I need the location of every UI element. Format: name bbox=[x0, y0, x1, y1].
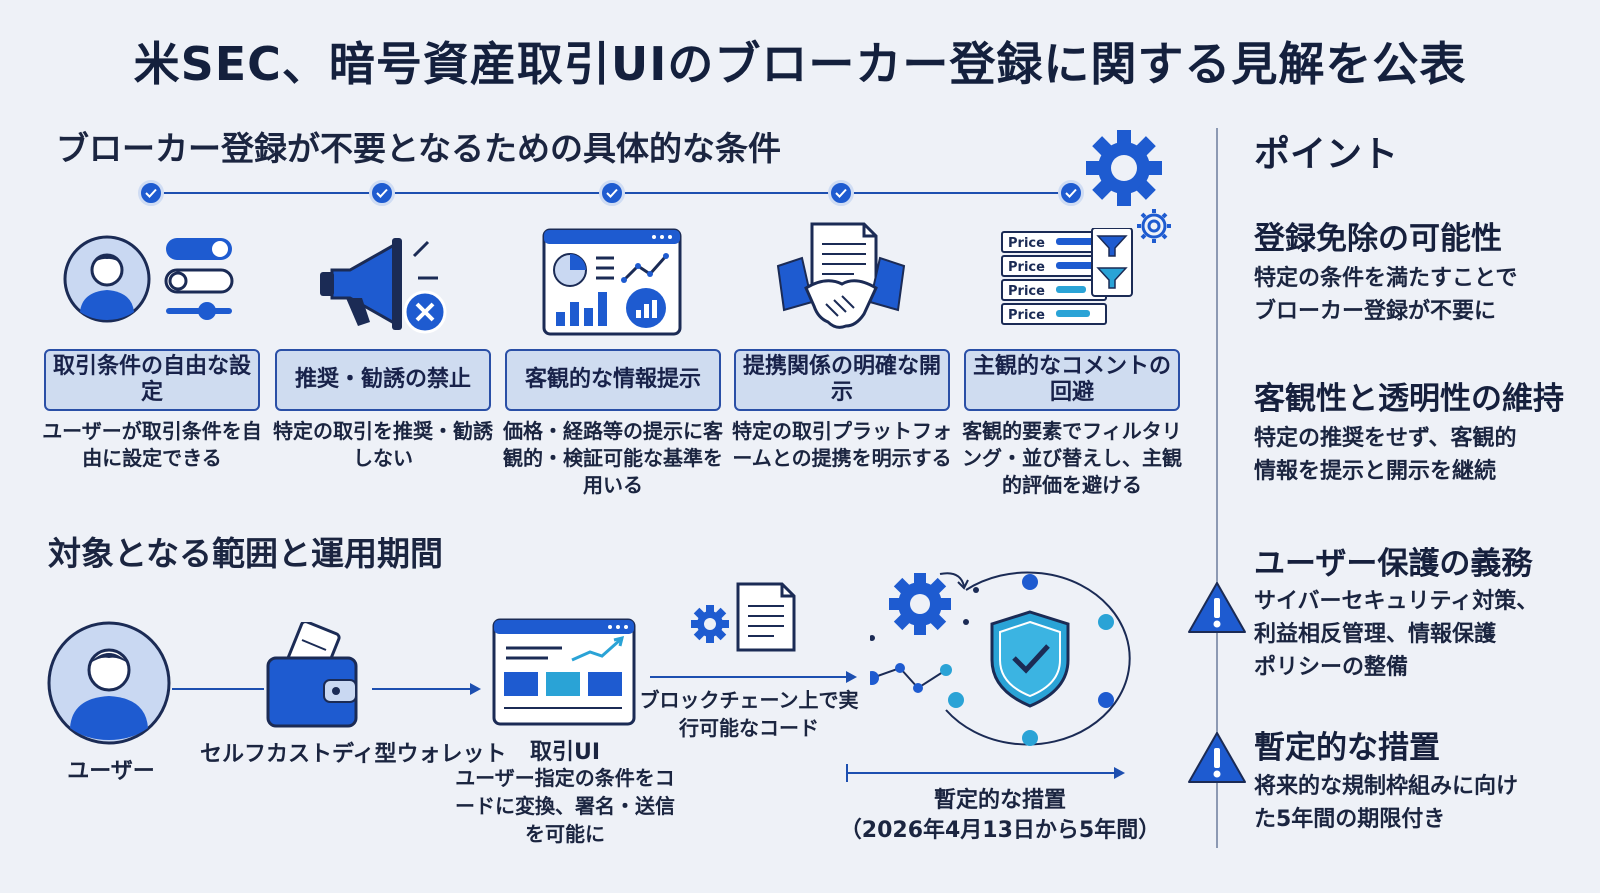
price-label: Price bbox=[1008, 308, 1045, 323]
condition-desc-4: 特定の取引プラットフォームとの提携を明示する bbox=[732, 419, 952, 470]
dashboard-chart-icon bbox=[542, 228, 682, 336]
trading-ui-icon bbox=[492, 618, 636, 726]
code-document-icon bbox=[691, 582, 796, 652]
shield-network-icon bbox=[870, 571, 1131, 746]
period-line bbox=[848, 772, 1116, 774]
condition-desc-5: 客観的要素でフィルタリング・並び替えし、主観的評価を避ける bbox=[962, 419, 1182, 497]
check-icon bbox=[138, 180, 164, 206]
check-icon bbox=[828, 180, 854, 206]
condition-desc-1: ユーザーが取引条件を自由に設定できる bbox=[42, 419, 262, 470]
period-label: 暫定的な措置 bbox=[933, 788, 1066, 813]
warning-icon bbox=[1188, 732, 1246, 783]
scope-heading: 対象となる範囲と運用期間 bbox=[48, 534, 444, 573]
conditions-heading: ブローカー登録が不要となるための具体的な条件 bbox=[56, 129, 782, 168]
point-title-3: ユーザー保護の義務 bbox=[1254, 546, 1533, 582]
point-title-2: 客観性と透明性の維持 bbox=[1254, 381, 1564, 417]
price-filter-icon: Price Price Price Price bbox=[1001, 228, 1133, 325]
points-heading: ポイント bbox=[1254, 134, 1399, 175]
user-avatar-icon bbox=[47, 621, 171, 745]
handshake-document-icon bbox=[776, 222, 906, 329]
connector-line bbox=[650, 676, 848, 678]
gear-icon bbox=[1086, 130, 1171, 243]
point-text-3b: 利益相反管理、情報保護 bbox=[1254, 622, 1497, 647]
connector-line bbox=[172, 688, 264, 690]
condition-label-3: 客観的な情報提示 bbox=[505, 349, 721, 411]
condition-label-4: 提携関係の明確な開示 bbox=[734, 349, 950, 411]
condition-label-1: 取引条件の自由な設定 bbox=[44, 349, 260, 411]
point-text-1a: 特定の条件を満たすことで bbox=[1254, 266, 1518, 291]
point-title-4: 暫定的な措置 bbox=[1254, 730, 1440, 766]
wallet-label: セルフカストディ型ウォレット bbox=[200, 742, 507, 767]
condition-label-2: 推奨・勧誘の禁止 bbox=[275, 349, 491, 411]
arrow-head-icon bbox=[1114, 767, 1125, 779]
connector-line bbox=[372, 688, 472, 690]
point-text-4a: 将来的な規制枠組みに向け bbox=[1254, 774, 1519, 799]
point-text-3a: サイバーセキュリティ対策、 bbox=[1254, 589, 1539, 614]
trading-ui-label: 取引UI bbox=[529, 740, 601, 765]
section-divider bbox=[1216, 128, 1218, 848]
wallet-icon bbox=[266, 622, 358, 728]
user-settings-icon bbox=[63, 235, 234, 323]
megaphone-prohibited-icon bbox=[320, 238, 447, 334]
price-label: Price bbox=[1008, 260, 1045, 275]
period-start-mark bbox=[846, 764, 848, 782]
condition-desc-2: 特定の取引を推奨・勧誘しない bbox=[273, 419, 493, 470]
page-title: 米SEC、暗号資産取引UIのブローカー登録に関する見解を公表 bbox=[133, 37, 1467, 91]
arrow-head-icon bbox=[846, 671, 857, 683]
user-label: ユーザー bbox=[67, 759, 155, 784]
condition-label-5: 主観的なコメントの回避 bbox=[964, 349, 1180, 411]
point-text-2b: 情報を提示と開示を継続 bbox=[1254, 459, 1497, 484]
price-label: Price bbox=[1008, 236, 1045, 251]
arrow-head-icon bbox=[470, 683, 481, 695]
check-icon bbox=[1058, 180, 1084, 206]
point-text-1b: ブローカー登録が不要に bbox=[1254, 299, 1497, 324]
warning-icon bbox=[1188, 582, 1246, 633]
point-text-4b: た5年間の期限付き bbox=[1254, 807, 1446, 832]
point-text-2a: 特定の推奨をせず、客観的 bbox=[1254, 426, 1517, 451]
period-desc: （2026年4月13日から5年間） bbox=[839, 818, 1161, 843]
point-text-3c: ポリシーの整備 bbox=[1254, 655, 1409, 680]
check-icon bbox=[599, 180, 625, 206]
check-icon bbox=[369, 180, 395, 206]
point-title-1: 登録免除の可能性 bbox=[1254, 221, 1502, 257]
code-label: ブロックチェーン上で実行可能なコード bbox=[639, 688, 859, 740]
trading-ui-desc: ユーザー指定の条件をコードに変換、署名・送信を可能に bbox=[455, 766, 675, 846]
condition-desc-3: 価格・経路等の提示に客観的・検証可能な基準を用いる bbox=[503, 419, 723, 497]
price-label: Price bbox=[1008, 284, 1045, 299]
